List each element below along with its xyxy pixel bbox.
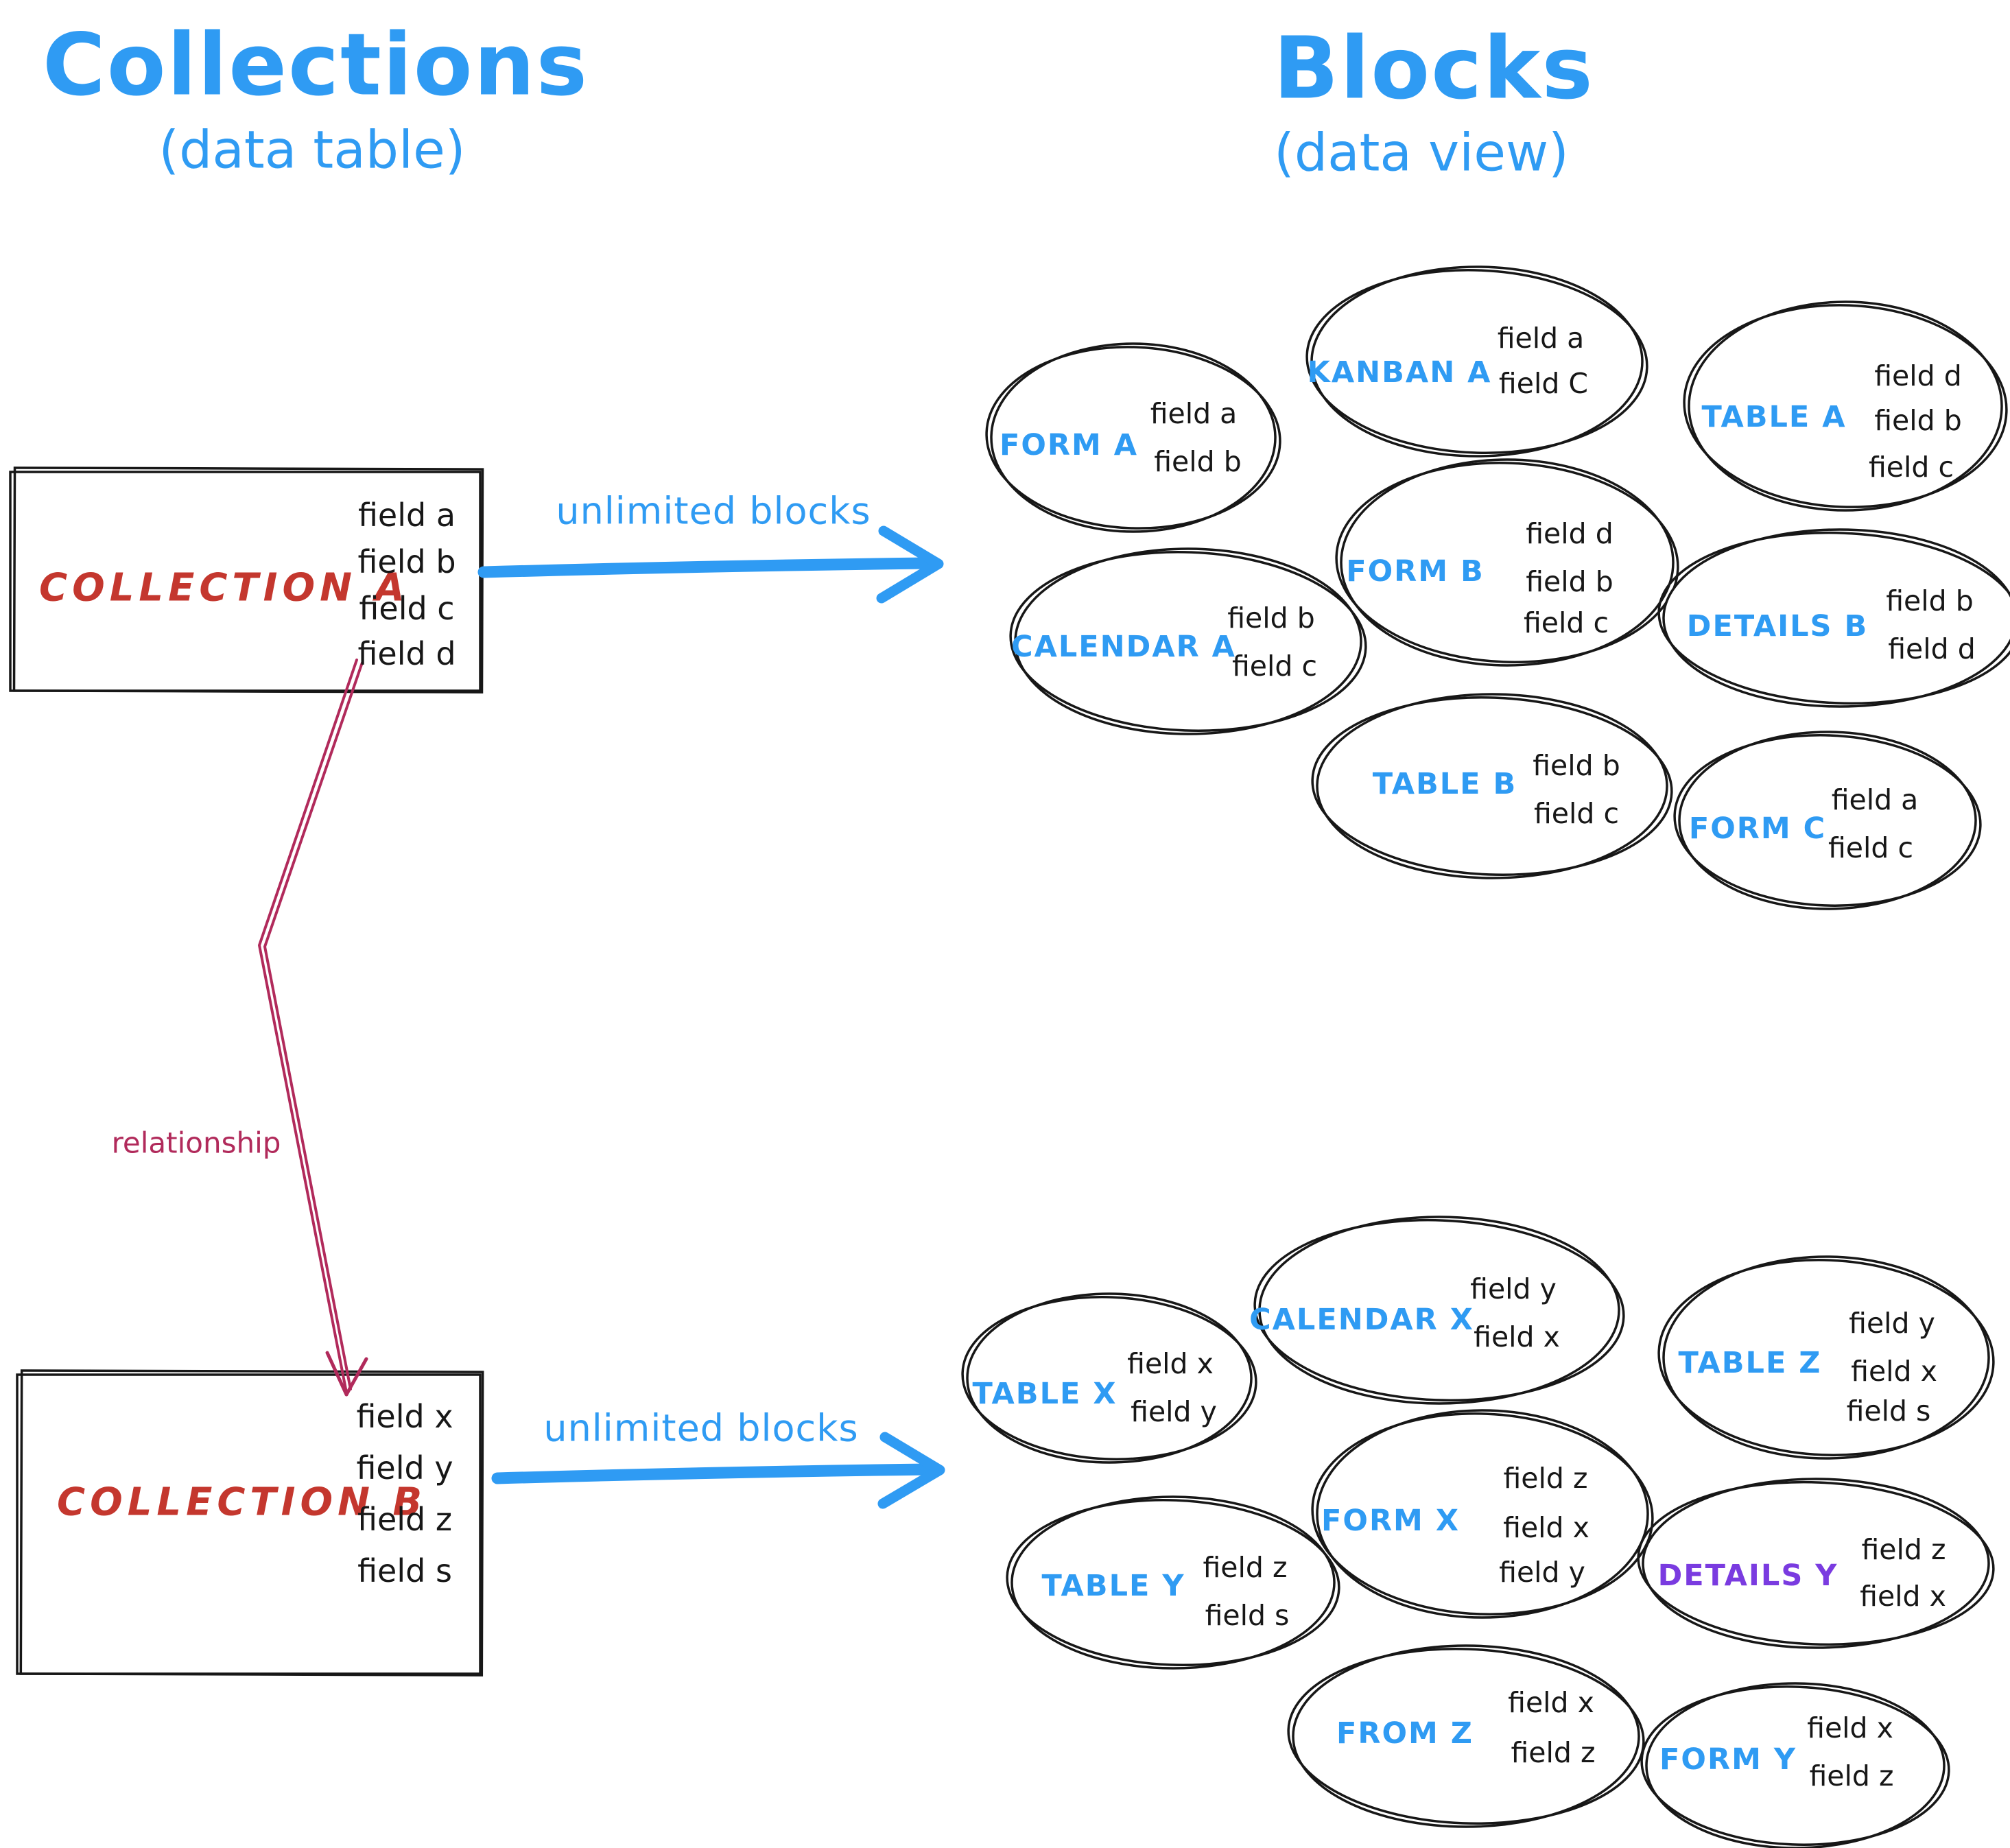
block-field: field z [1203, 1551, 1288, 1584]
block-ellipse [1673, 731, 1982, 910]
block-label: DETAILS B [1686, 609, 1869, 643]
block-label: TABLE B [1372, 767, 1517, 801]
block-ellipse [961, 1292, 1257, 1464]
block-field: field a [1497, 322, 1585, 355]
block-field: field x [1474, 1320, 1560, 1353]
block-label: TABLE Z [1678, 1346, 1822, 1380]
collection-field: field a [357, 497, 456, 534]
collection-field: field d [357, 635, 456, 672]
collection-field: field b [357, 543, 456, 580]
relationship-arrow [257, 659, 368, 1397]
block-label: FORM C [1688, 812, 1827, 846]
block-field: field z [1511, 1736, 1596, 1769]
collection-field: field z [357, 1501, 453, 1538]
block-label: FROM Z [1336, 1716, 1474, 1751]
collection-name: COLLECTION A [39, 565, 410, 611]
block-field: field c [1231, 650, 1318, 683]
block-ellipse [1640, 1682, 1950, 1848]
block-field: field b [1227, 602, 1315, 635]
block-field: field d [1888, 632, 1976, 665]
block-label: TABLE A [1701, 400, 1847, 434]
block-field: field a [1831, 783, 1919, 816]
block-field: field b [1886, 584, 1974, 617]
block-field: field s [1846, 1395, 1931, 1428]
block-field: field x [1503, 1511, 1589, 1544]
relationship-label: relationship [111, 1126, 281, 1160]
block-field: field x [1851, 1355, 1937, 1388]
arrow-label: unlimited blocks [543, 1406, 859, 1450]
block-field: field x [1860, 1580, 1946, 1613]
block-label: CALENDAR A [1011, 630, 1236, 664]
blocks-subtitle: (data view) [1274, 121, 1569, 183]
block-field: field y [1849, 1307, 1935, 1340]
block-label: FORM X [1321, 1504, 1460, 1538]
block-ellipse [1006, 1495, 1340, 1670]
block-field: field s [1205, 1599, 1290, 1632]
block-label: CALENDAR X [1249, 1303, 1474, 1337]
block-ellipse [985, 342, 1281, 533]
collection-field: field y [356, 1449, 453, 1486]
collection-box [9, 466, 484, 694]
collections-subtitle: (data table) [158, 119, 466, 180]
collection-field: field x [356, 1398, 453, 1435]
block-ellipse [1009, 547, 1367, 735]
block-ellipse [1657, 528, 2010, 708]
block-label: FORM Y [1659, 1742, 1797, 1777]
block-field: field y [1470, 1272, 1557, 1305]
block-ellipse [1683, 300, 2008, 512]
block-field: field a [1150, 397, 1238, 430]
block-ellipse [1311, 693, 1673, 879]
block-label: KANBAN A [1307, 355, 1492, 390]
block-field: field b [1874, 404, 1962, 437]
block-field: field c [1523, 606, 1609, 639]
block-label: TABLE Y [1041, 1569, 1185, 1603]
unlimited-blocks-arrow [491, 1432, 945, 1509]
block-ellipse [1305, 265, 1648, 458]
block-field: field c [1828, 831, 1914, 864]
collection-name: COLLECTION B [57, 1480, 427, 1525]
block-field: field C [1498, 367, 1589, 400]
block-field: field b [1526, 565, 1613, 598]
block-ellipse [1637, 1478, 1995, 1649]
block-field: field c [1868, 451, 1954, 484]
collection-field: field s [357, 1552, 452, 1589]
block-field: field d [1874, 359, 1962, 392]
block-field: field c [1533, 797, 1620, 830]
block-field: field x [1508, 1686, 1594, 1719]
block-field: field y [1131, 1395, 1217, 1428]
block-field: field b [1533, 749, 1620, 782]
block-field: field d [1526, 517, 1613, 550]
arrow-label: unlimited blocks [556, 489, 871, 533]
block-field: field z [1861, 1533, 1946, 1566]
collection-field: field c [359, 590, 455, 627]
unlimited-blocks-arrow [477, 525, 944, 604]
block-field: field b [1154, 445, 1242, 478]
collections-title: Collections [42, 15, 589, 115]
block-label: DETAILS Y [1657, 1559, 1838, 1593]
block-field: field x [1807, 1711, 1893, 1744]
block-field: field x [1127, 1347, 1214, 1380]
block-field: field z [1503, 1462, 1588, 1495]
block-label: TABLE X [972, 1377, 1118, 1411]
blocks-title: Blocks [1273, 19, 1594, 119]
block-field: field z [1809, 1760, 1894, 1792]
collection-box [16, 1369, 484, 1677]
block-ellipse [1657, 1255, 1995, 1460]
block-label: FORM A [999, 428, 1139, 462]
block-ellipse [1311, 1409, 1654, 1619]
block-field: field y [1499, 1556, 1585, 1589]
block-ellipse [1287, 1644, 1645, 1828]
block-ellipse [1335, 458, 1679, 667]
block-ellipse [1253, 1216, 1625, 1405]
block-label: FORM B [1346, 554, 1485, 589]
